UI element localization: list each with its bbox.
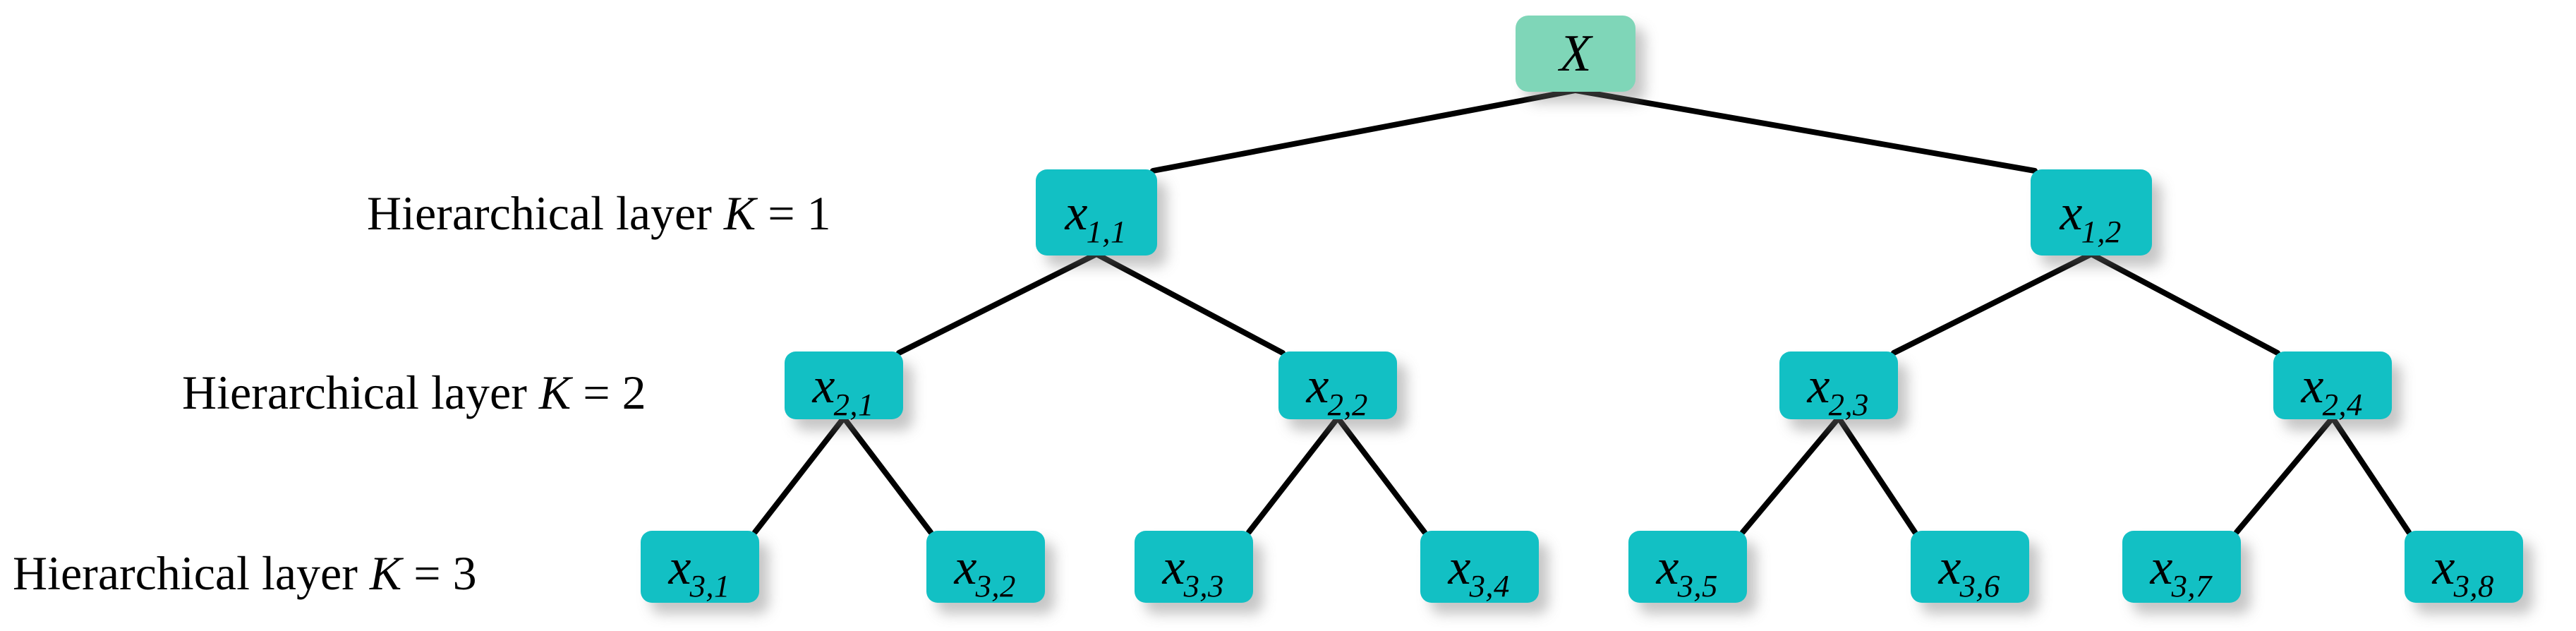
node-x3-2[interactable]: x3,2 [926, 531, 1045, 603]
tree-edge-x22-to-x34 [1335, 415, 1427, 535]
node-label-base: x [1448, 539, 1471, 595]
row-label-prefix: Hierarchical layer [13, 546, 370, 600]
node-x2-4[interactable]: x2,4 [2273, 351, 2392, 420]
node-label-base: x [2432, 539, 2455, 595]
node-label: x3,4 [1448, 539, 1511, 601]
node-label-base: x [1656, 539, 1679, 595]
node-x3-8[interactable]: x3,8 [2405, 531, 2523, 603]
node-label-subscript: 3,6 [1959, 567, 2000, 603]
node-label-base: x [812, 357, 835, 414]
row-label-value: 3 [452, 546, 477, 600]
tree-edge-x24-to-x37 [2234, 415, 2335, 535]
node-x1-1[interactable]: x1,1 [1036, 169, 1157, 256]
node-label-subscript: 3,2 [975, 567, 1016, 603]
tree-edge-x21-to-x31 [752, 415, 847, 535]
tree-edge-x12-to-x24 [2088, 251, 2280, 356]
tree-edge-X-to-x11 [1150, 88, 1578, 174]
node-label: x3,6 [1938, 539, 2001, 601]
row-label-layer-1: Hierarchical layer K = 1 [367, 189, 831, 237]
tree-edge-x11-to-x21 [896, 251, 1099, 356]
node-root-x[interactable]: X [1516, 16, 1635, 92]
row-label-equals: = [401, 546, 453, 600]
tree-edge-x24-to-x38 [2330, 415, 2412, 535]
node-label-base: x [1807, 357, 1830, 414]
node-label-subscript: 3,5 [1677, 567, 1718, 603]
row-label-equals: = [571, 366, 622, 419]
node-label: x3,1 [668, 539, 731, 601]
tree-edge-X-to-x12 [1573, 88, 2038, 174]
node-label: x2,1 [812, 357, 875, 420]
node-label-subscript: 2,2 [1327, 386, 1368, 422]
node-label-subscript: 3,8 [2453, 567, 2494, 603]
node-x2-2[interactable]: x2,2 [1278, 351, 1397, 420]
node-label: x3,2 [954, 539, 1017, 601]
tree-edge-x21-to-x32 [841, 415, 933, 535]
tree-edge-x23-to-x35 [1740, 415, 1842, 535]
node-x2-1[interactable]: x2,1 [785, 351, 903, 420]
row-label-value: 1 [806, 186, 831, 240]
node-x3-1[interactable]: x3,1 [641, 531, 759, 603]
node-label-subscript: 1,2 [2081, 213, 2122, 249]
row-label-prefix: Hierarchical layer [182, 366, 539, 419]
row-label-layer-3: Hierarchical layer K = 3 [13, 549, 477, 597]
node-label-subscript: 3,4 [1469, 567, 1510, 603]
node-x1-2[interactable]: x1,2 [2031, 169, 2152, 256]
row-label-equals: = [756, 186, 807, 240]
node-label: x2,3 [1807, 357, 1870, 420]
node-x2-3[interactable]: x2,3 [1779, 351, 1898, 420]
row-label-variable: K [369, 546, 402, 600]
node-x3-7[interactable]: x3,7 [2122, 531, 2241, 603]
node-label-base: x [2301, 357, 2324, 414]
node-label-base: x [1162, 539, 1185, 595]
node-label-subscript: 3,3 [1183, 567, 1224, 603]
node-label-base: x [2060, 184, 2083, 241]
tree-edge-x12-to-x23 [1891, 251, 2094, 356]
node-label-subscript: 3,1 [689, 567, 730, 603]
node-label-base: x [668, 539, 691, 595]
row-label-variable: K [538, 366, 572, 419]
row-label-variable: K [723, 186, 756, 240]
tree-edge-x23-to-x36 [1836, 415, 1918, 535]
row-label-prefix: Hierarchical layer [367, 186, 724, 240]
node-label-subscript: 3,7 [2171, 567, 2212, 603]
node-label-base: x [1938, 539, 1961, 595]
tree-edge-x22-to-x33 [1246, 415, 1341, 535]
row-label-layer-2: Hierarchical layer K = 2 [182, 368, 646, 416]
node-label-base: x [954, 539, 977, 595]
node-label: x3,3 [1162, 539, 1225, 601]
node-label-base: x [2150, 539, 2173, 595]
node-label: x2,2 [1306, 357, 1369, 420]
node-label-subscript: 2,3 [1828, 386, 1869, 422]
row-label-value: 2 [622, 366, 646, 419]
node-x3-5[interactable]: x3,5 [1628, 531, 1747, 603]
node-label-base: x [1065, 184, 1088, 241]
tree-edge-x11-to-x22 [1094, 251, 1286, 356]
node-label: X [1559, 28, 1591, 80]
node-label: x3,7 [2150, 539, 2213, 601]
node-label: x1,2 [2060, 184, 2122, 247]
node-x3-6[interactable]: x3,6 [1911, 531, 2029, 603]
node-label-subscript: 2,1 [833, 386, 874, 422]
node-label: x3,8 [2432, 539, 2495, 601]
node-label: x1,1 [1065, 184, 1127, 247]
node-label: x3,5 [1656, 539, 1719, 601]
node-label-subscript: 1,1 [1086, 213, 1127, 249]
node-x3-4[interactable]: x3,4 [1420, 531, 1539, 603]
node-label-base: x [1306, 357, 1329, 414]
node-label: x2,4 [2301, 357, 2364, 420]
node-x3-3[interactable]: x3,3 [1135, 531, 1253, 603]
node-label-subscript: 2,4 [2322, 386, 2363, 422]
node-label-base: X [1559, 25, 1592, 83]
